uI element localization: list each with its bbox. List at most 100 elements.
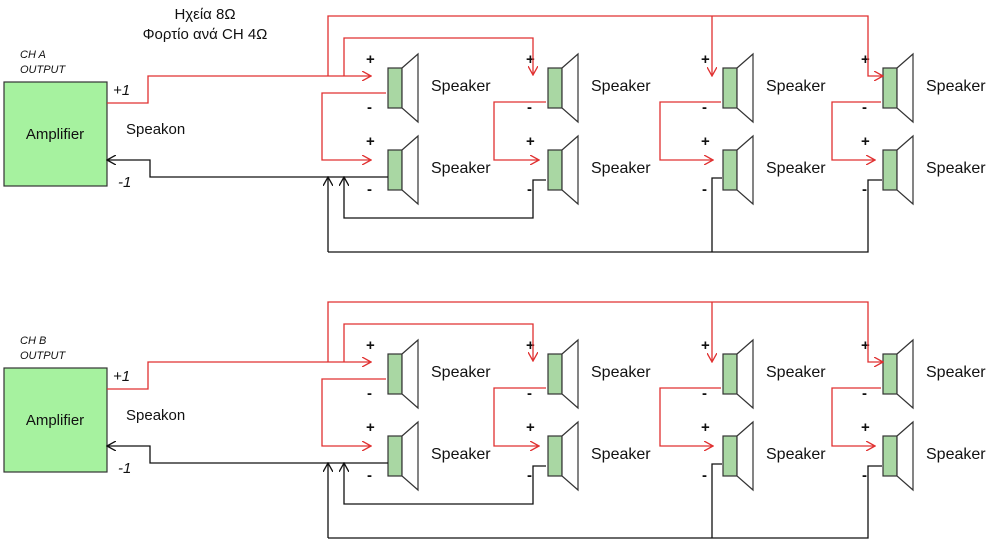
minus-terminal-label: -: [367, 181, 372, 198]
speaker: Speaker+-: [366, 51, 491, 124]
series-link-wire: [831, 387, 881, 446]
speaker-label: Speaker: [591, 364, 651, 381]
amplifier-label: Amplifier: [26, 126, 84, 143]
plus-terminal-label: +: [861, 337, 870, 354]
plus-terminal-label: +: [861, 133, 870, 150]
speaker-magnet: [547, 67, 563, 109]
speaker: Speaker+-: [701, 51, 826, 124]
minus-terminal-label: -: [367, 385, 372, 402]
channel-output-label: CH A: [20, 49, 46, 61]
plus-terminal-label: +: [366, 133, 375, 150]
negative-wire: [344, 464, 546, 505]
title-line-1: Ηχεία 8Ω: [174, 6, 235, 23]
speaker-cone: [401, 52, 419, 124]
speaker-label: Speaker: [591, 78, 651, 95]
positive-output-label: +1: [113, 82, 130, 99]
speaker-label: Speaker: [431, 78, 491, 95]
speaker-label: Speaker: [926, 446, 986, 463]
speaker: Speaker+-: [366, 419, 491, 492]
speaker-magnet: [882, 67, 898, 109]
plus-terminal-label: +: [526, 337, 535, 354]
minus-terminal-label: -: [702, 181, 707, 198]
plus-terminal-label: +: [701, 337, 710, 354]
minus-terminal-label: -: [527, 467, 532, 484]
speaker-magnet: [387, 435, 403, 477]
plus-terminal-label: +: [526, 133, 535, 150]
negative-return-wire: [108, 160, 388, 178]
channel-output-label: CH B: [20, 335, 46, 347]
speaker-cone: [736, 338, 754, 410]
negative-wire: [711, 177, 722, 252]
series-link-wire: [831, 101, 881, 160]
speaker-magnet: [547, 149, 563, 191]
series-link-wire: [321, 378, 386, 446]
speaker: Speaker + -: [526, 337, 651, 410]
plus-terminal-label: +: [861, 419, 870, 436]
minus-terminal-label: -: [702, 385, 707, 402]
series-link-wire: [493, 387, 546, 446]
plus-terminal-label: +: [701, 419, 710, 436]
speaker-cone: [561, 420, 579, 492]
speaker-magnet: [547, 353, 563, 395]
speaker-label: Speaker: [766, 160, 826, 177]
series-link-wire: [321, 92, 386, 160]
negative-wire: [328, 465, 882, 539]
series-link-wire: [493, 101, 546, 160]
speaker-cone: [561, 134, 579, 206]
speaker-magnet: [387, 67, 403, 109]
channel-output-label: OUTPUT: [20, 64, 67, 76]
positive-wire: [327, 15, 882, 76]
negative-output-label: -1: [118, 174, 131, 191]
speaker-label: Speaker: [431, 364, 491, 381]
positive-wire: [343, 37, 533, 76]
plus-terminal-label: +: [861, 51, 870, 68]
minus-terminal-label: -: [862, 467, 867, 484]
speaker-cone: [896, 52, 914, 124]
speaker-label: Speaker: [591, 160, 651, 177]
minus-terminal-label: -: [862, 181, 867, 198]
speaker-label: Speaker: [766, 446, 826, 463]
speaker-magnet: [722, 67, 738, 109]
speaker-magnet: [882, 435, 898, 477]
plus-terminal-label: +: [366, 337, 375, 354]
minus-terminal-label: -: [527, 385, 532, 402]
positive-output-label: +1: [113, 368, 130, 385]
speaker-label: Speaker: [431, 446, 491, 463]
negative-wire: [328, 179, 882, 253]
speaker-magnet: [387, 353, 403, 395]
speaker-cone: [401, 134, 419, 206]
positive-wire: [327, 301, 882, 362]
series-link-wire: [659, 387, 721, 446]
speaker-magnet: [882, 353, 898, 395]
title-line-2: Φορτίο ανά CH 4Ω: [143, 26, 268, 43]
speaker-cone: [401, 338, 419, 410]
speaker: Speaker+-: [861, 337, 986, 410]
positive-feed-wire: [107, 361, 328, 390]
speakon-label: Speakon: [126, 121, 185, 138]
speaker: Speaker+-: [526, 51, 651, 124]
negative-return-wire: [108, 446, 388, 464]
speaker-magnet: [722, 353, 738, 395]
speaker: Speaker+-: [526, 133, 651, 206]
speaker-label: Speaker: [766, 78, 826, 95]
speaker: Speaker+-: [366, 133, 491, 206]
speaker: Speaker + -: [701, 337, 826, 410]
speaker: Speaker + -: [861, 419, 986, 492]
speaker-label: Speaker: [766, 364, 826, 381]
speaker: Speaker+-: [701, 133, 826, 206]
speaker-cone: [561, 338, 579, 410]
speaker-cone: [896, 134, 914, 206]
speaker-magnet: [722, 435, 738, 477]
speaker-cone: [896, 338, 914, 410]
speaker-label: Speaker: [926, 160, 986, 177]
speaker: Speaker+-: [861, 51, 986, 124]
series-link-wire: [659, 101, 721, 160]
plus-terminal-label: +: [366, 51, 375, 68]
minus-terminal-label: -: [702, 99, 707, 116]
amplifier-box: [3, 367, 108, 473]
channel-a: CH AOUTPUTAmplifier+1-1SpeakonSpeaker+-S…: [3, 15, 986, 253]
amplifier-box: [3, 81, 108, 187]
minus-terminal-label: -: [702, 467, 707, 484]
speaker: Speaker + -: [861, 133, 986, 206]
